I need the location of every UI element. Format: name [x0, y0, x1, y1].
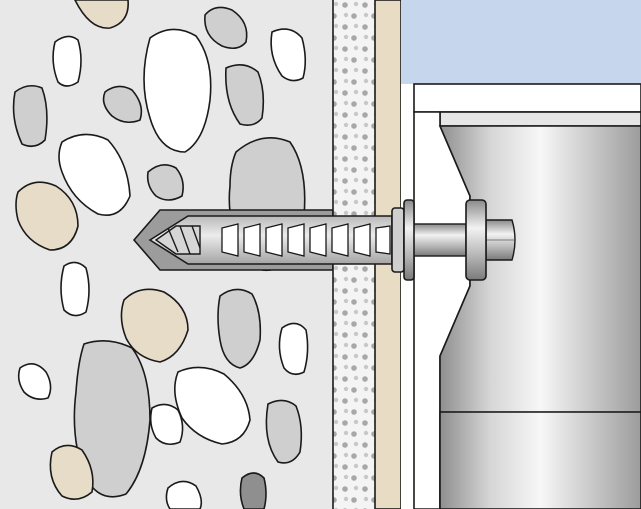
frame-profile	[413, 83, 641, 509]
washer	[403, 199, 415, 281]
stone	[224, 64, 265, 126]
stone	[12, 84, 48, 148]
stone	[204, 6, 248, 50]
stone	[270, 28, 307, 82]
stone	[165, 480, 203, 509]
background-sky	[401, 0, 641, 84]
stone	[278, 322, 309, 376]
stone	[102, 85, 143, 124]
stone	[49, 444, 94, 500]
stone	[17, 363, 52, 400]
stone	[15, 181, 79, 251]
plastic-plug	[148, 207, 405, 273]
stone	[239, 472, 267, 509]
stone	[60, 261, 90, 317]
stone	[146, 164, 184, 201]
stone	[143, 28, 212, 153]
stone	[52, 35, 82, 87]
washer	[465, 199, 487, 281]
stone	[58, 133, 131, 216]
stone	[149, 403, 184, 446]
stone	[120, 288, 189, 363]
stone	[74, 0, 129, 29]
stone	[265, 399, 303, 464]
stone	[73, 340, 151, 498]
stone	[217, 288, 262, 369]
screw	[154, 219, 516, 261]
